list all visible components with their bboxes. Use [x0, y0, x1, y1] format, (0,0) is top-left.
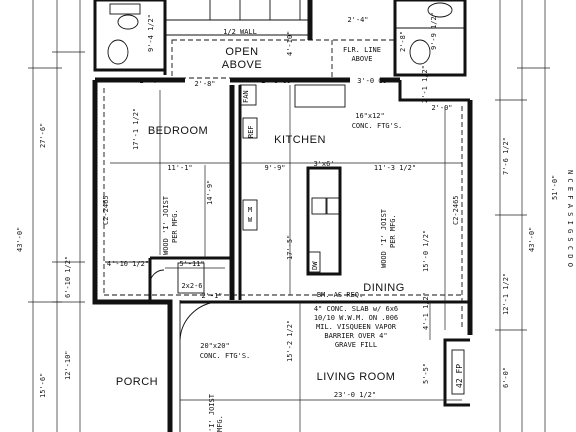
note-joist-bottom-2: MFG.: [216, 415, 224, 432]
dim-15-0-half: 15'-0 1/2": [422, 230, 430, 272]
exterior-walls: [92, 77, 473, 432]
dim-27-6: 27'-6": [39, 123, 47, 148]
note-joist-left-1: WOOD 'I' JOIST: [162, 195, 170, 255]
dim-2-8: 2'-8": [194, 80, 215, 88]
note-bm-as-req: BM. AS REQ.: [317, 291, 363, 299]
note-footing-16-1: 16"x12": [355, 112, 385, 120]
dim-43-0-left: 43'-0": [16, 227, 24, 252]
right-dimension-lines: [495, 0, 550, 432]
dim-14-9: 14'-9": [206, 180, 214, 205]
dim-23-0-half: 23'-0 1/2": [334, 391, 376, 399]
note-flr-line-2: ABOVE: [351, 55, 372, 63]
dim-4-1-half: 4'-1 1/2": [422, 292, 430, 330]
note-slab-1: 4" CONC. SLAB w/ 6x6: [314, 305, 398, 313]
label-m: M: [248, 206, 252, 214]
top-area: [93, 0, 467, 79]
interior-walls: [105, 84, 470, 432]
dim-2x2-6: 2x2-6: [181, 282, 202, 290]
note-fireplace: 42 FP: [455, 364, 464, 388]
dim-2-8-co: 2'-8 CO: [261, 77, 291, 85]
label-dw: DW: [311, 261, 319, 270]
note-joist-bottom-1: 'I' JOIST: [208, 393, 216, 432]
dim-17-1-half: 17'-1 1/2": [132, 108, 140, 150]
label-w: W: [248, 216, 253, 224]
room-label-living-room: LIVING ROOM: [317, 371, 396, 383]
dim-2-1: 2'-1": [201, 292, 222, 300]
room-label-open-above-2: ABOVE: [222, 59, 262, 71]
note-slab-2: 10/10 W.W.M. ON .006: [314, 314, 398, 322]
dim-15-6: 15'-6": [39, 373, 47, 398]
dim-12-1-half: 12'-1 1/2": [502, 273, 510, 315]
note-slab-3: MIL. VISQUEEN VAPOR: [316, 323, 397, 331]
label-beam-right: C2-2465: [452, 195, 460, 225]
dim-51-0: 51'-0": [551, 175, 559, 200]
room-label-open-above-1: OPEN: [225, 46, 258, 58]
dim-2-0: 2'-0": [431, 104, 452, 112]
note-footing-16-2: CONC. FTG'S.: [352, 122, 403, 130]
room-label-porch: PORCH: [116, 376, 158, 388]
dim-6-0: 6'-0": [502, 367, 510, 388]
dim-12-10: 12'-10": [64, 350, 72, 380]
label-island: 3'x6': [313, 160, 334, 168]
dim-3-0-co: 3'-0 CO: [357, 77, 387, 85]
dim-5-11: 5'-11": [179, 260, 204, 268]
dim-2-4: 2'-4": [139, 77, 160, 85]
dim-4-10-half: 4'-10 1/2": [107, 260, 149, 268]
room-label-bedroom: BEDROOM: [148, 125, 208, 137]
dim-2-8-top: 2'-8": [399, 31, 407, 52]
note-half-wall: 1/2 WALL: [223, 28, 257, 36]
dim-11-3-half: 11'-3 1/2": [374, 164, 416, 172]
dim-6-10-half: 6'-10 1/2": [64, 256, 72, 298]
room-label-kitchen: KITCHEN: [274, 134, 326, 146]
label-fan: FAN: [242, 90, 250, 103]
dim-9-9: 9'-9": [264, 164, 285, 172]
dim-9-9-half: 9'-9 1/2": [430, 12, 438, 50]
note-footing-20-1: 20"x20": [200, 342, 230, 350]
dim-17-5: 17'-5": [286, 235, 294, 260]
note-joist-right-1: WOOD 'I' JOIST: [380, 208, 388, 268]
dim-2-4-top: 2'-4": [347, 16, 368, 24]
label-ref: REF: [247, 125, 255, 138]
dim-11-1: 11'-1": [167, 164, 192, 172]
dim-9-4-half: 9'-4 1/2": [147, 14, 155, 52]
dim-7-6-half: 7'-6 1/2": [502, 137, 510, 175]
note-footing-20-2: CONC. FTG'S.: [200, 352, 251, 360]
label-beam-left: C2-2465: [102, 195, 110, 225]
note-slab-4: BARRIER OVER 4": [324, 332, 387, 340]
note-slab-5: GRAVE FILL: [335, 341, 377, 349]
dim-43-0-right: 43'-0": [528, 227, 536, 252]
dim-5-5: 5'-5": [422, 363, 430, 384]
left-dimension-lines: [28, 0, 85, 432]
side-text: N C E F A S I G S C D O: [566, 170, 574, 267]
note-joist-right-2: PER MFG.: [389, 214, 397, 248]
room-label-dining: DINING: [363, 282, 405, 294]
dim-15-2-half: 15'-2 1/2": [286, 320, 294, 362]
note-flr-line-1: FLR. LINE: [343, 46, 381, 54]
dim-2-1-half: 2'-1 1/2": [421, 65, 429, 103]
interior-dimension-lines: [105, 85, 462, 432]
note-joist-left-2: PER MFG.: [171, 209, 179, 243]
dim-4-10: 4'-10": [286, 31, 294, 56]
